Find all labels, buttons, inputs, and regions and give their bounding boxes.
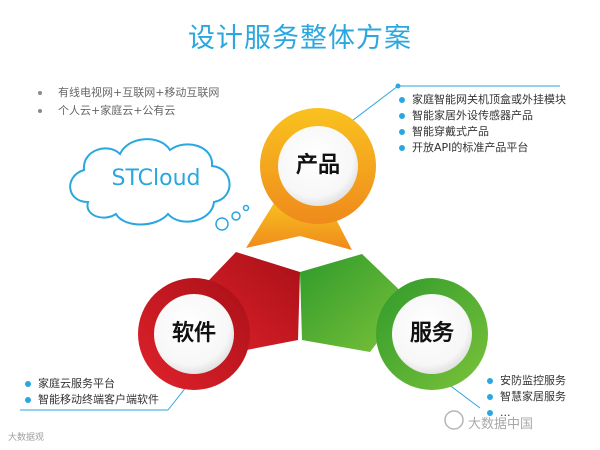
stcloud-label: STCloud [111,166,201,191]
service-label: 服务 [409,321,454,346]
connector-dot [395,83,401,89]
product-list-item: 家庭智能网关机顶盒或外挂模块 [398,92,566,108]
cloud-bubble [231,211,241,221]
software-list-item: 智能移动终端客户端软件 [24,392,159,408]
product-list-item: 开放API的标准产品平台 [398,140,566,156]
watermark-right: 大数据中国 [468,417,534,432]
product-label: 产品 [295,153,340,178]
software-label: 软件 [171,321,216,346]
software-list: 家庭云服务平台 智能移动终端客户端软件 [24,376,159,408]
service-list-item: 安防监控服务 [486,373,566,389]
product-core [278,126,358,206]
stcloud-cloud [69,138,231,226]
service-core [392,294,472,374]
service-list: 安防监控服务 智慧家居服务 ... [486,373,566,421]
cloud-bubble [242,204,250,212]
software-core [154,294,234,374]
cloud-bubble [215,217,229,231]
triangle-center [232,238,372,302]
watermark-left: 大数据观 [8,433,45,443]
product-list: 家庭智能网关机顶盒或外挂模块 智能家居外设传感器产品 智能穿戴式产品 开放API… [398,92,566,156]
product-list-item: 智能穿戴式产品 [398,124,566,140]
network-note: 个人云+家庭云+公有云 [30,102,219,120]
wechat-watermark-icon [444,410,464,430]
product-list-item: 智能家居外设传感器产品 [398,108,566,124]
service-list-item: ... [486,405,566,421]
network-note: 有线电视网+互联网+移动互联网 [30,84,219,102]
page-title: 设计服务整体方案 [188,23,412,54]
service-list-item: 智慧家居服务 [486,389,566,405]
network-notes: 有线电视网+互联网+移动互联网 个人云+家庭云+公有云 [30,84,219,120]
software-list-item: 家庭云服务平台 [24,376,159,392]
